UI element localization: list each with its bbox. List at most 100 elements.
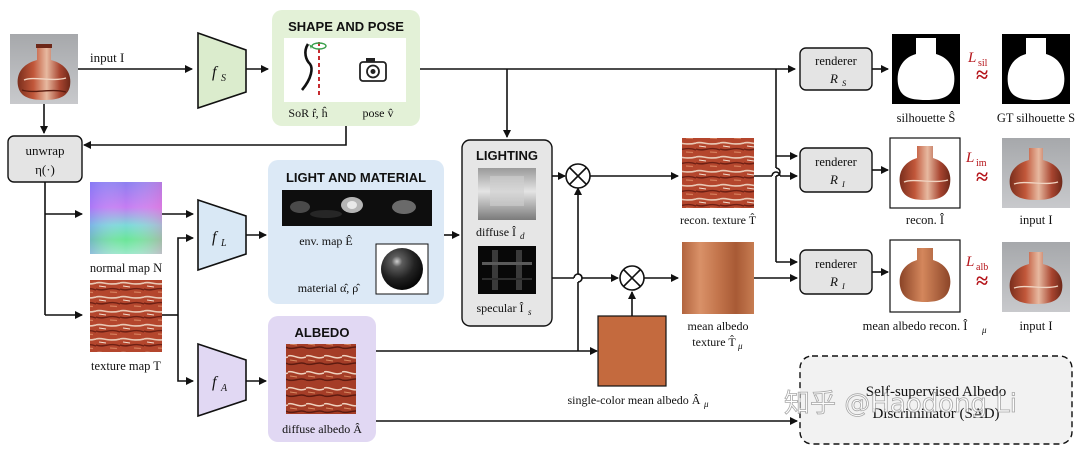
sad-box: Self-supervised Albedo Discriminator (SA…	[799, 355, 1073, 445]
watermark-text: 知乎 @Haodong Li	[784, 389, 1017, 419]
arrow-texture-to-fa	[177, 315, 194, 385]
single-color-albedo-swatch	[597, 315, 667, 387]
specular-label: specular Î	[477, 301, 524, 315]
diffuse-sub: d	[520, 231, 525, 241]
silhouette-label: silhouette Ŝ	[897, 111, 956, 125]
bus-hop-1	[775, 167, 781, 177]
input-image-copy-1	[1002, 138, 1070, 208]
mean-albedo-recon-sub: μ	[981, 325, 987, 335]
specular-shading-image	[478, 246, 536, 294]
loss-alb: L alb ≈	[965, 254, 988, 293]
loss-im-sub: im	[976, 158, 987, 169]
input-image	[10, 34, 78, 104]
approx-icon: ≈	[976, 62, 988, 87]
specular-sub: s	[528, 307, 532, 317]
renderer-i1-sub: I	[841, 179, 846, 189]
encoder-fa-label: f	[212, 374, 219, 391]
mean-albedo-recon-image	[889, 239, 961, 313]
encoder-fl: f L	[197, 198, 247, 272]
normal-map-image	[90, 182, 162, 254]
albedo-title: ALBEDO	[295, 325, 350, 340]
mean-albedo-recon-label: mean albedo recon. Î	[863, 319, 969, 333]
env-map-image	[282, 190, 432, 226]
multiply-top-icon	[565, 163, 591, 189]
sor-icon	[300, 42, 327, 96]
env-map-label: env. map Ê	[299, 234, 353, 248]
camera-icon	[359, 58, 387, 82]
albedo-box: ALBEDO diffuse albedo Â	[268, 316, 376, 442]
silhouette-image	[892, 34, 960, 104]
normal-map-label: normal map N	[90, 261, 162, 275]
material-label: material α̂, ρ̂	[298, 281, 361, 295]
recon-image	[889, 137, 961, 209]
approx-icon: ≈	[976, 268, 988, 293]
recon-texture-hop	[771, 171, 781, 177]
loss-alb-symbol: L	[965, 254, 974, 270]
arrow-texture-to-fl	[177, 234, 194, 315]
multiply-bottom-icon	[619, 265, 645, 291]
shape-pose-title: SHAPE AND POSE	[288, 19, 404, 34]
diffuse-albedo-label: diffuse albedo Â	[282, 422, 362, 436]
single-color-sub: μ	[703, 399, 709, 409]
encoder-fa-sub: A	[220, 383, 228, 394]
shape-pose-box: SHAPE AND POSE SoR r̂, ĥ pose v̂	[272, 10, 420, 126]
encoder-fa: f A	[197, 342, 247, 418]
sad-line2: Discriminator (SAD)	[872, 406, 999, 422]
renderer-s-label: renderer	[815, 54, 857, 68]
encoder-fs-sub: S	[221, 73, 226, 84]
unwrap-symbol: η(·)	[35, 162, 55, 177]
texture-map-image	[90, 280, 162, 352]
material-sphere-image	[375, 243, 429, 295]
loss-sil-symbol: L	[967, 50, 976, 66]
renderer-i1-symbol: R	[829, 172, 838, 187]
texture-map-label: texture map T	[91, 359, 161, 373]
input-copy-2-label: input I	[1020, 319, 1053, 333]
arrow-pose-to-unwrap	[83, 126, 347, 149]
input-label: input I	[90, 50, 124, 65]
renderer-i1-label: renderer	[815, 155, 857, 169]
loss-sil: L sil ≈	[967, 50, 988, 87]
approx-icon: ≈	[976, 164, 988, 189]
recon-texture-label: recon. texture T̂	[680, 213, 757, 227]
renderer-i2-symbol: R	[829, 274, 838, 289]
light-material-title: LIGHT AND MATERIAL	[286, 170, 426, 185]
sad-line1: Self-supervised Albedo	[866, 384, 1006, 400]
diffuse-shading-image	[478, 168, 536, 220]
loss-alb-sub: alb	[976, 262, 988, 273]
input-image-copy-2	[1002, 242, 1070, 312]
single-color-label: single-color mean albedo Â	[568, 393, 701, 407]
gt-silhouette-label: GT silhouette S	[997, 111, 1075, 125]
pose-label: pose v̂	[363, 106, 394, 120]
encoder-fs: f S	[197, 31, 247, 110]
diffuse-label: diffuse Î	[476, 225, 516, 239]
mean-albedo-texture-line2: texture T̂	[692, 335, 736, 349]
lighting-hop	[573, 273, 583, 279]
lighting-box: LIGHTING diffuse Î d specular Î s	[461, 139, 553, 327]
diffuse-albedo-image	[286, 344, 356, 414]
renderer-s-sub: S	[842, 78, 847, 88]
encoder-fl-label: f	[212, 229, 219, 246]
renderer-i1: renderer R I	[799, 147, 873, 193]
sor-label: SoR r̂, ĥ	[288, 106, 327, 120]
encoder-fl-sub: L	[220, 238, 227, 249]
loss-sil-sub: sil	[978, 58, 988, 69]
renderer-i2-sub: I	[841, 281, 846, 291]
recon-texture-image	[682, 138, 754, 208]
lighting-title: LIGHTING	[476, 148, 538, 163]
encoder-fs-label: f	[212, 64, 219, 81]
loss-im: L im ≈	[965, 150, 988, 189]
gt-silhouette-image	[1002, 34, 1070, 104]
input-copy-1-label: input I	[1020, 213, 1053, 227]
renderer-i2: renderer R I	[799, 249, 873, 295]
mean-albedo-texture-image	[682, 242, 754, 314]
mean-albedo-texture-sub: μ	[737, 341, 743, 351]
mean-albedo-texture-line1: mean albedo	[688, 319, 749, 333]
renderer-s: renderer R S	[799, 47, 873, 91]
recon-label: recon. Î	[906, 213, 945, 227]
unwrap-label: unwrap	[26, 143, 65, 158]
light-material-box: LIGHT AND MATERIAL env. map Ê material α…	[268, 160, 444, 304]
unwrap-box: unwrap η(·)	[7, 135, 83, 183]
renderer-s-symbol: R	[829, 71, 838, 86]
renderer-i2-label: renderer	[815, 257, 857, 271]
